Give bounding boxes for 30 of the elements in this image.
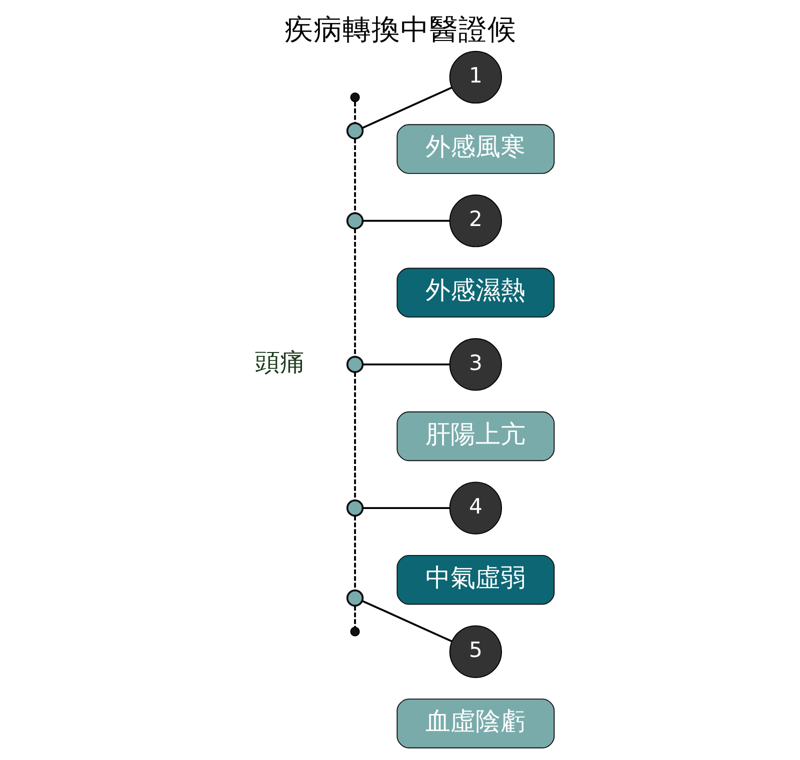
node-circle [346,122,364,140]
node-box: 肝陽上亢 [396,411,554,462]
connector [354,138,356,214]
connector [361,600,452,642]
connector [362,220,450,222]
node-box: 外感風寒 [396,124,554,174]
node-box: 中氣虛弱 [396,554,554,605]
connector [354,516,356,590]
node-circle [346,212,364,230]
node-circle [346,499,364,517]
node-box: 外感濕熱 [396,268,554,318]
node-circle: 1 [448,50,502,104]
connector [354,372,356,500]
connector [354,606,356,628]
node-circle: 3 [448,338,502,391]
node-circle: 4 [448,482,502,534]
connector [362,507,450,510]
connector [361,86,452,129]
connector [362,363,450,366]
node-circle: 2 [448,194,502,248]
node-circle [346,356,364,374]
node-text: 頭痛 [254,347,304,376]
node-box: 血虛陰虧 [396,698,554,748]
node-circle: 5 [448,625,502,678]
node-circle [350,626,360,636]
diagram-title: 疾病轉換中醫證候 [284,12,516,46]
connector [354,228,356,357]
node-circle [350,92,360,102]
node-circle [346,589,364,607]
connector [354,102,356,123]
